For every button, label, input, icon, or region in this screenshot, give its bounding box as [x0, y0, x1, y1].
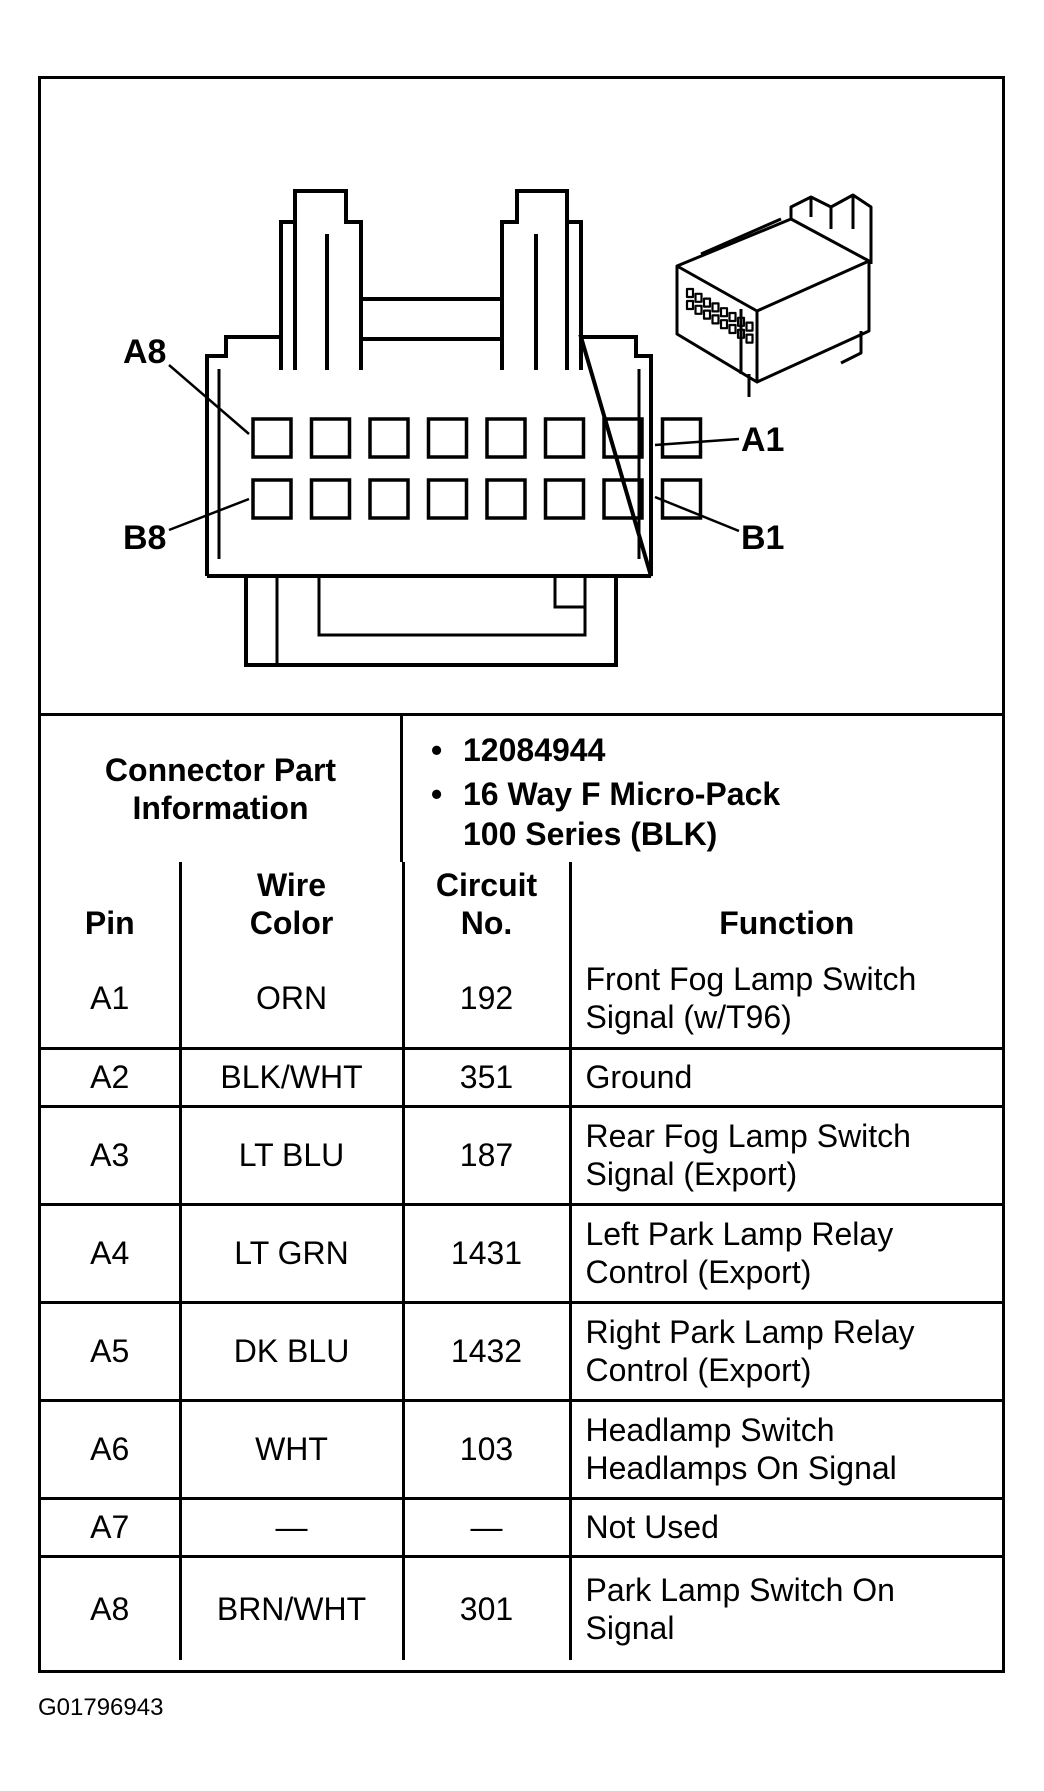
- iso-cavity: [711, 302, 720, 313]
- pinout-table: Pin Wire Color Circuit No. Function A1 O…: [41, 862, 1002, 1660]
- part-number: 12084944: [431, 730, 1002, 770]
- connector-face-drawing: A8 B8 A1 B1: [41, 79, 1002, 713]
- wire-color-cell: LT BLU: [178, 1104, 405, 1206]
- cavity-b8: [251, 478, 293, 520]
- cavity-b4: [485, 478, 527, 520]
- circuit-cell: 1432: [401, 1300, 572, 1402]
- leader-lines: [168, 364, 740, 533]
- pin-cell: A4: [41, 1202, 182, 1304]
- connector-info-label-line2: Information: [132, 790, 309, 826]
- connector-description-line1: 16 Way F Micro-Pack: [431, 774, 1002, 814]
- function-cell: Not Used: [568, 1496, 1002, 1558]
- cavity-b5: [426, 478, 469, 520]
- pin-cell: A8: [41, 1554, 182, 1660]
- left-latch: [279, 189, 363, 370]
- label-a8: A8: [123, 333, 166, 371]
- circuit-cell: —: [401, 1496, 572, 1558]
- iso-cavity: [719, 307, 729, 318]
- label-b8: B8: [123, 519, 166, 557]
- wire-color-cell: LT GRN: [178, 1202, 405, 1304]
- iso-cavity: [685, 299, 695, 311]
- wire-color-cell: BLK/WHT: [178, 1046, 405, 1108]
- iso-cavity: [736, 328, 746, 339]
- pinout-header-row: Pin Wire Color Circuit No. Function: [41, 862, 1002, 950]
- iso-cavity: [711, 314, 720, 325]
- connector-skirt: [244, 576, 618, 667]
- table-row: A7 — — Not Used: [41, 1496, 1002, 1558]
- circuit-cell: 187: [401, 1104, 572, 1206]
- connector-isometric-icon: [675, 193, 873, 397]
- figure-id: G01796943: [38, 1694, 164, 1721]
- connector-description-line2: 100 Series (BLK): [463, 816, 718, 852]
- iso-cavity: [745, 333, 754, 344]
- cavity-a8: [251, 417, 293, 459]
- iso-cavity: [728, 323, 737, 335]
- iso-cavity: [728, 311, 737, 323]
- cavity-a7: [309, 417, 352, 459]
- cavity-a1: [660, 417, 703, 459]
- connector-diagram-frame: A8 B8 A1 B1 Connecto: [38, 76, 1005, 1673]
- iso-cavity: [694, 304, 703, 315]
- pin-cell: A5: [41, 1300, 182, 1402]
- cavity-b6: [368, 478, 410, 520]
- connector-info-details: 12084944 16 Way F Micro-Pack 100 Series …: [403, 716, 1002, 862]
- header-pin: Pin: [41, 862, 182, 950]
- header-function: Function: [568, 862, 1002, 950]
- circuit-cell: 192: [401, 950, 572, 1050]
- circuit-cell: 103: [401, 1398, 572, 1500]
- cavity-a3: [543, 417, 586, 459]
- cavity-b7: [309, 478, 352, 520]
- circuit-cell: 301: [401, 1554, 572, 1660]
- iso-cavity: [685, 287, 695, 299]
- table-row: A2 BLK/WHT 351 Ground: [41, 1046, 1002, 1108]
- cavity-a2: [602, 417, 644, 459]
- pin-cell: A2: [41, 1046, 182, 1108]
- wire-color-cell: DK BLU: [178, 1300, 405, 1402]
- connector-part-information: Connector Part Information 12084944 16 W…: [41, 713, 1002, 862]
- circuit-cell: 1431: [401, 1202, 572, 1304]
- circuit-cell: 351: [401, 1046, 572, 1108]
- pin-cell: A1: [41, 950, 182, 1050]
- cavity-a4: [485, 417, 527, 459]
- wire-color-cell: BRN/WHT: [178, 1554, 405, 1660]
- iso-cavity: [694, 292, 703, 303]
- connector-info-label: Connector Part Information: [41, 716, 403, 862]
- iso-cavity: [745, 321, 754, 332]
- header-wire-color: Wire Color: [178, 862, 405, 950]
- pin-cavities: [251, 417, 703, 520]
- label-b1: B1: [741, 519, 784, 557]
- wire-color-cell: WHT: [178, 1398, 405, 1500]
- pin-cell: A7: [41, 1496, 182, 1558]
- wire-color-cell: ORN: [178, 950, 405, 1050]
- function-cell: Ground: [568, 1046, 1002, 1108]
- right-latch: [500, 189, 583, 370]
- iso-cavity: [719, 319, 729, 330]
- wire-color-cell: —: [178, 1496, 405, 1558]
- iso-cavity: [702, 309, 712, 320]
- pin-cell: A6: [41, 1398, 182, 1500]
- cavity-a5: [426, 417, 469, 459]
- iso-cavity: [736, 316, 746, 327]
- pin-cell: A3: [41, 1104, 182, 1206]
- header-circuit-no: Circuit No.: [401, 862, 572, 950]
- cavity-a6: [368, 417, 410, 459]
- cavity-b2: [602, 478, 644, 520]
- iso-cavity: [702, 297, 712, 308]
- label-a1: A1: [741, 421, 784, 459]
- connector-info-label-line1: Connector Part: [104, 752, 337, 788]
- cavity-b3: [543, 478, 586, 520]
